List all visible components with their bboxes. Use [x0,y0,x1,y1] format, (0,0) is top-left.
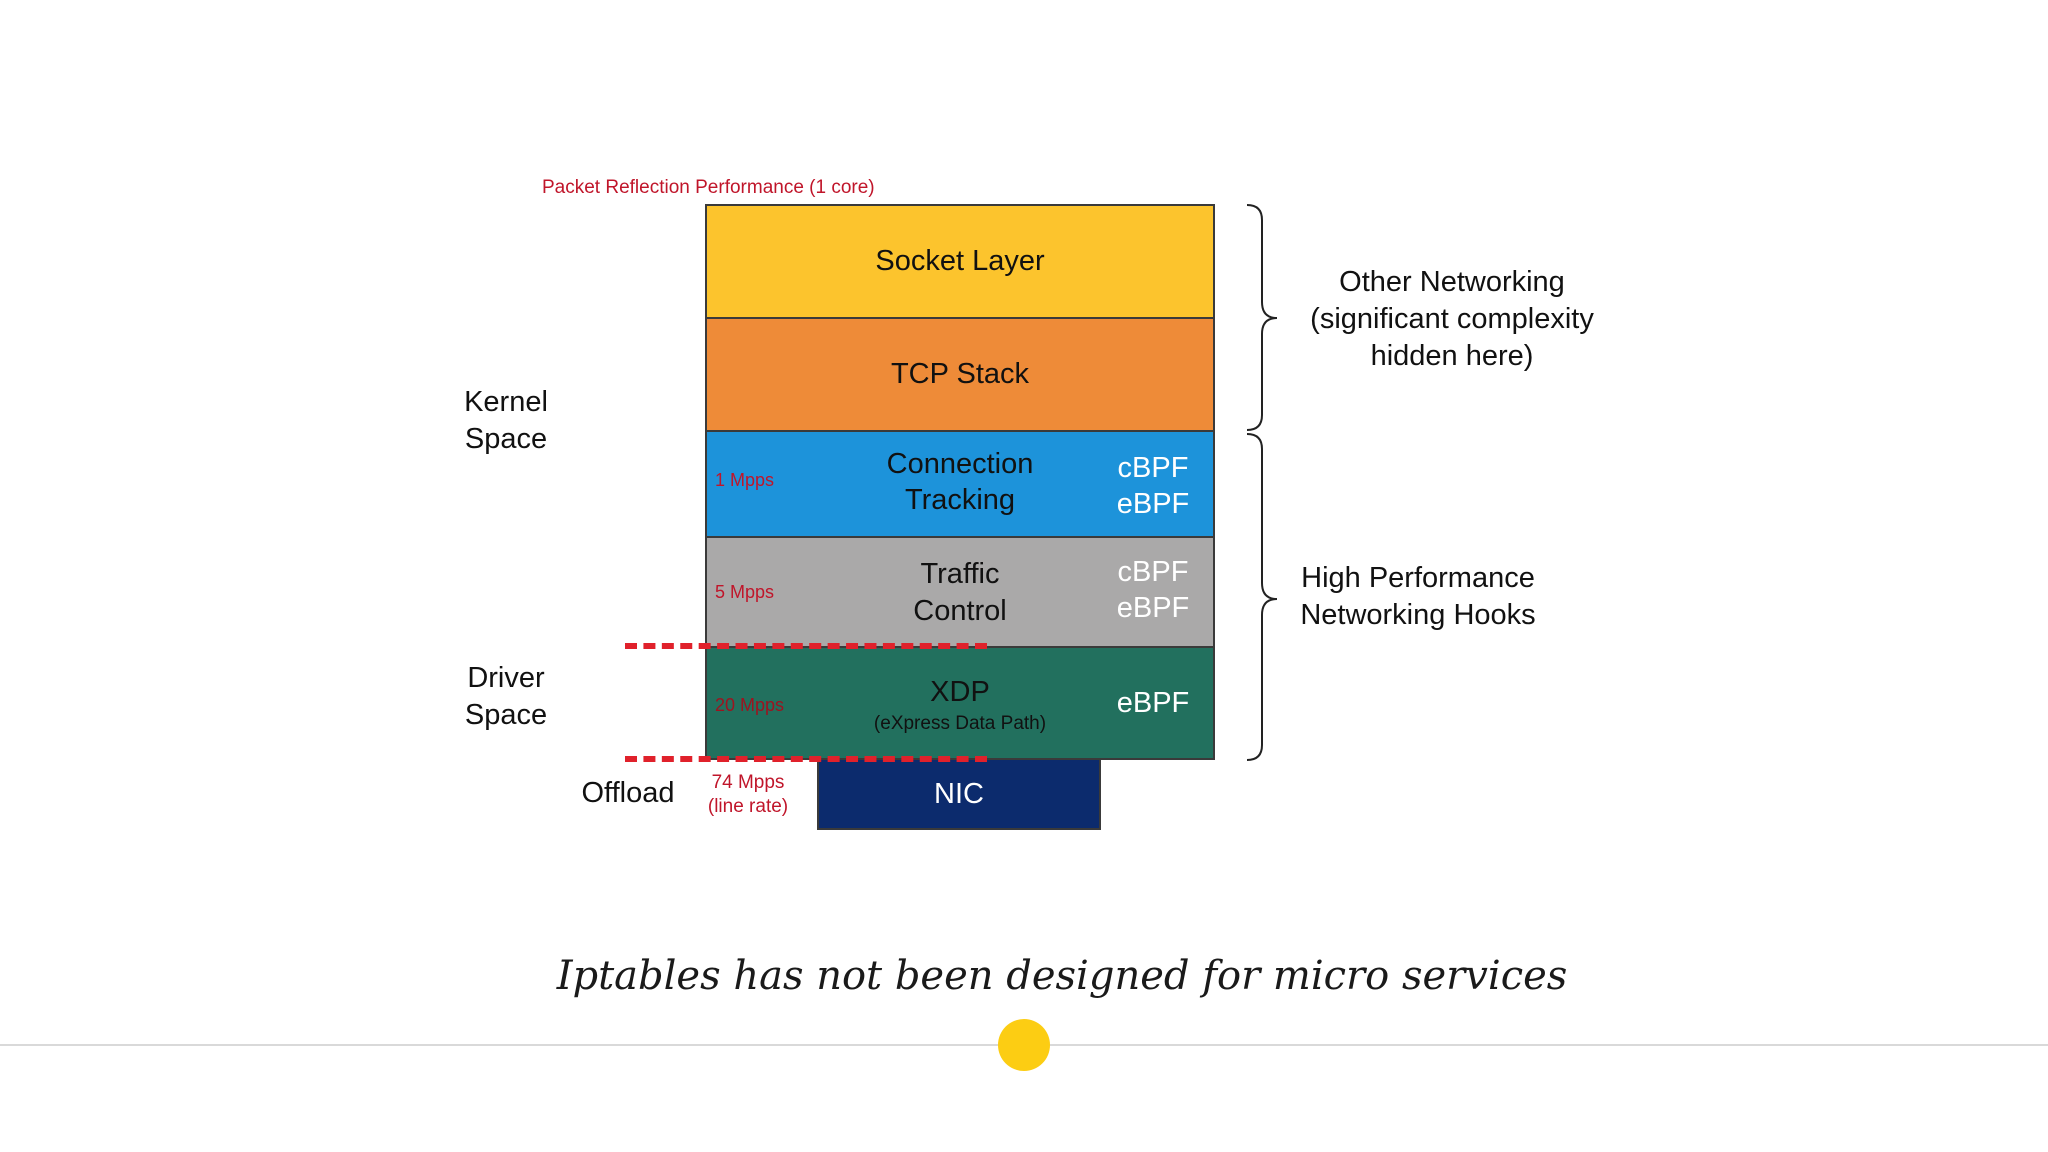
conntrack-ebpf: eBPF [1116,488,1190,520]
offload-label: Offload [581,777,675,809]
diagram-header: Packet Reflection Performance (1 core) [542,177,875,198]
tcp-stack-layer: TCP Stack [705,317,1215,432]
other-networking-label-line2: (significant complexity [1310,303,1594,335]
high-performance-brace [1246,433,1278,761]
slide-caption: Iptables has not been designed for micro… [556,953,1568,999]
other-networking-label-line1: Other Networking [1339,266,1565,298]
high-performance-label-line2: Networking Hooks [1300,599,1536,631]
high-performance-label-line1: High Performance [1301,562,1535,594]
conntrack-title-line1: Connection [886,448,1034,480]
driver-space-top-boundary [625,643,987,649]
conntrack-title-line2: Tracking [904,484,1016,516]
conntrack-cbpf: cBPF [1117,452,1189,484]
xdp-rate: 20 Mpps [715,695,785,715]
nic-layer: NIC [817,758,1101,830]
xdp-subtitle: (eXpress Data Path) [873,713,1047,734]
driver-space-bottom-boundary [625,756,987,762]
nic-rate-line2: (line rate) [707,796,789,817]
xdp-ebpf: eBPF [1116,687,1190,719]
driver-space-label-line2: Space [464,699,548,731]
kernel-space-label-line2: Space [464,423,548,455]
traffic-control-layer: 5 Mpps Traffic Control cBPF eBPF [705,536,1215,648]
tc-title-line1: Traffic [920,558,1000,590]
tcp-stack-title: TCP Stack [890,358,1030,390]
nic-rate-line1: 74 Mpps [711,772,785,793]
accent-dot [998,1019,1050,1071]
tc-title-line2: Control [913,595,1007,627]
socket-layer-title: Socket Layer [875,245,1045,277]
other-networking-label-line3: hidden here) [1370,340,1534,372]
tc-ebpf: eBPF [1116,592,1190,624]
brace-diagram [1246,204,1278,761]
xdp-layer: 20 Mpps XDP (eXpress Data Path) eBPF [705,646,1215,760]
conntrack-rate: 1 Mpps [715,470,775,490]
socket-layer: Socket Layer [705,204,1215,319]
tc-cbpf: cBPF [1117,556,1189,588]
tc-rate: 5 Mpps [715,582,775,602]
other-networking-brace [1246,204,1278,431]
connection-tracking-layer: 1 Mpps Connection Tracking cBPF eBPF [705,430,1215,538]
kernel-space-label-line1: Kernel [464,386,548,418]
xdp-title: XDP [930,676,990,708]
nic-title: NIC [934,778,984,810]
driver-space-label-line1: Driver [467,662,545,694]
